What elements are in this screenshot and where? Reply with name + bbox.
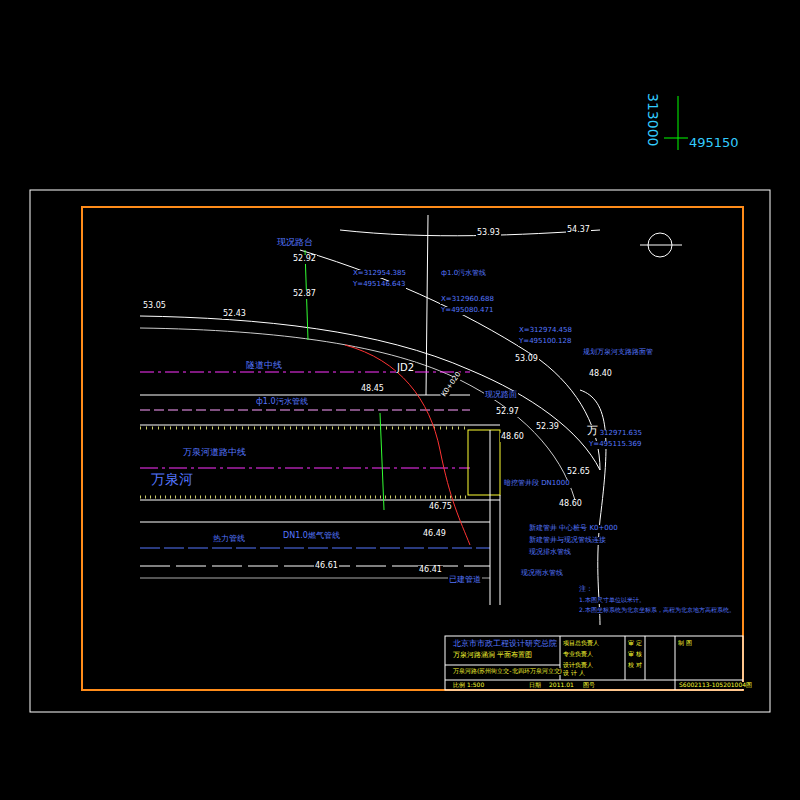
plan-label: 校 对 <box>627 662 643 669</box>
plan-label: S6002113-105201004图 <box>678 682 753 689</box>
plan-label: 日期 <box>528 682 542 689</box>
plan-label: 万泉河路(苏州街立交-北四环万泉河立交) <box>452 668 563 675</box>
plan-label: 新建管井 中心桩号 K0+000 <box>528 525 619 533</box>
plan-label: 设 计 人 <box>562 670 586 677</box>
plan-label: Y=495100.128 <box>518 338 572 346</box>
plan-label: Y=495115.369 <box>588 441 642 449</box>
plan-label: 隧道中线 <box>245 361 283 371</box>
plan-label: 现况路面 <box>484 391 518 400</box>
plan-label: 52.39 <box>535 423 560 432</box>
plan-label: 设计负责人 <box>562 662 594 669</box>
plan-label: 52.92 <box>292 255 317 264</box>
plan-label: 52.87 <box>292 290 317 299</box>
plan-label: 万 <box>586 425 599 437</box>
plan-label: 专业负责人 <box>562 651 594 658</box>
plan-label: 项目总负责人 <box>562 640 600 647</box>
plan-label: 热力管线 <box>212 535 246 544</box>
plan-label: 审 核 <box>627 651 643 658</box>
plan-label: 52.43 <box>222 310 247 319</box>
plan-label: 已建管道 <box>448 576 482 585</box>
plan-label: DN1.0燃气管线 <box>282 532 341 541</box>
plan-label: 现况雨水管线 <box>520 570 564 578</box>
plan-label: 46.49 <box>422 530 447 539</box>
plan-label: 53.09 <box>514 355 539 364</box>
plan-label: 万泉河 <box>150 472 194 487</box>
plan-label: 规划万泉河支路路面管 <box>582 349 654 357</box>
plan-label: 现况排水管线 <box>528 549 572 557</box>
plan-label: 48.60 <box>558 500 583 509</box>
plan-label: 48.60 <box>500 433 525 442</box>
plan-label: 313000 <box>645 92 660 147</box>
plan-label: 495150 <box>688 136 740 150</box>
plan-label: Y=495146.643 <box>352 281 406 289</box>
plan-label: 注： <box>578 586 594 594</box>
plan-label: 46.61 <box>314 562 339 571</box>
plan-label: 暗挖管井段 DN1000 <box>503 480 571 488</box>
plan-label: 现况路台 <box>276 238 314 248</box>
plan-label: 46.41 <box>418 566 443 575</box>
plan-label: 53.05 <box>142 302 167 311</box>
plan-label: 48.45 <box>360 385 385 394</box>
plan-label: 2.本图坐标系统为北京坐标系，高程为北京地方高程系统。 <box>578 607 736 614</box>
plan-label: 制 图 <box>677 640 693 647</box>
plan-label: 2011.01 <box>548 682 575 689</box>
plan-label: 比例 1:500 <box>452 682 485 689</box>
plan-label: 万泉河道路中线 <box>182 448 247 458</box>
plan-label: 1.本图尺寸单位以米计。 <box>578 597 646 604</box>
plan-label: ф1.0污水管线 <box>440 270 487 278</box>
plan-label: X=312954.385 <box>352 270 407 278</box>
plan-label: 52.65 <box>566 468 591 477</box>
plan-label: 48.40 <box>588 370 613 379</box>
plan-label: 图号 <box>582 682 596 689</box>
plan-label: 46.75 <box>428 503 453 512</box>
drawing-title: 万泉河路涵洞 平面布置图 <box>452 652 533 660</box>
plan-label: ф1.0污水管线 <box>255 398 309 407</box>
plan-label: 审 定 <box>627 640 643 647</box>
plan-label: X=312960.688 <box>440 296 495 304</box>
plan-label: 新建管井与现况管线连接 <box>528 537 607 545</box>
plan-label: 52.97 <box>495 408 520 417</box>
plan-label: X=312974.458 <box>518 327 573 335</box>
plan-label: 北京市市政工程设计研究总院 <box>452 640 558 649</box>
plan-label: Y=495080.471 <box>440 307 494 315</box>
plan-label: JD2 <box>396 362 415 373</box>
plan-label: 54.37 <box>566 226 591 235</box>
plan-label: 53.93 <box>476 229 501 238</box>
